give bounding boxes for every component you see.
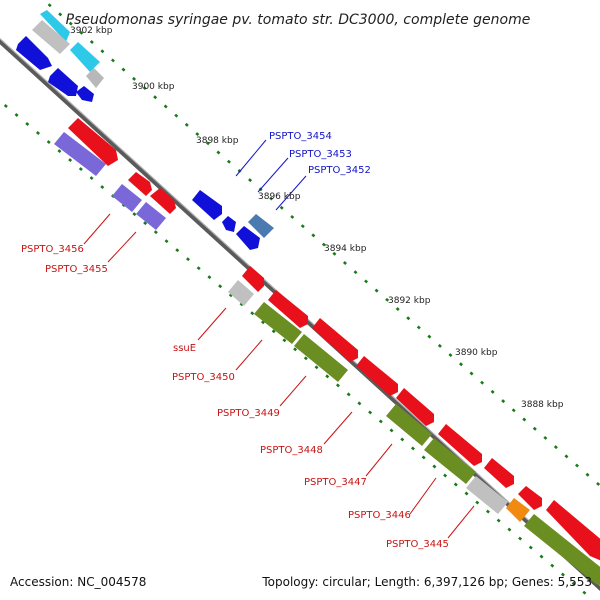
gene-PSPTO_3447[interactable] xyxy=(424,438,476,484)
gene-PSPTO_3449[interactable] xyxy=(294,334,348,382)
gene-label-PSPTO_3450[interactable]: PSPTO_3450 xyxy=(172,372,235,383)
lower-strand-genes xyxy=(54,118,600,586)
gene-label-PSPTO_3454[interactable]: PSPTO_3454 xyxy=(269,131,332,142)
gene-PSPTO_3456[interactable] xyxy=(54,132,106,176)
gene-grey-2[interactable] xyxy=(86,68,104,88)
upper-leader-lines xyxy=(235,139,307,211)
scale-label: 3898 kbp xyxy=(196,136,239,146)
gene-label-PSPTO_3455[interactable]: PSPTO_3455 xyxy=(45,264,108,275)
scale-label: 3894 kbp xyxy=(324,244,367,254)
gene-PSPTO_3448[interactable] xyxy=(386,404,432,446)
map-title: Pseudomonas syringae pv. tomato str. DC3… xyxy=(66,12,531,28)
topology-text: Topology: circular; Length: 6,397,126 bp… xyxy=(261,575,592,589)
gene-red-g[interactable] xyxy=(396,388,434,426)
scale-label: 3900 kbp xyxy=(132,82,175,92)
scale-label: 3902 kbp xyxy=(70,26,113,36)
gene-blue-3[interactable] xyxy=(76,86,94,102)
gene-red-i[interactable] xyxy=(484,458,514,488)
gene-grey-1[interactable] xyxy=(32,20,70,54)
upper-strand-genes xyxy=(16,10,274,250)
gene-red-e[interactable] xyxy=(312,318,358,362)
scale-label: 3896 kbp xyxy=(258,192,301,202)
gene-orange[interactable] xyxy=(506,498,530,522)
gene-red-f[interactable] xyxy=(356,356,398,396)
gene-PSPTO_3450[interactable] xyxy=(254,302,302,344)
scale-label: 3888 kbp xyxy=(521,400,564,410)
gene-PSPTO_3445[interactable] xyxy=(524,514,600,586)
gene-red-c[interactable] xyxy=(242,266,264,292)
gene-blue-2[interactable] xyxy=(48,68,78,96)
gene-cyan-1[interactable] xyxy=(40,10,70,42)
accession-text: Accession: NC_004578 xyxy=(10,575,146,589)
gene-label-PSPTO_3453[interactable]: PSPTO_3453 xyxy=(289,149,352,160)
gene-PSPTO_3456-red[interactable] xyxy=(68,118,118,166)
gene-PSPTO_3446[interactable] xyxy=(466,476,508,514)
scale-labels: 3902 kbp 3900 kbp 3898 kbp 3896 kbp 3894… xyxy=(70,26,564,410)
scale-label: 3890 kbp xyxy=(455,348,498,358)
gene-red-j[interactable] xyxy=(518,486,542,510)
gene-red-b[interactable] xyxy=(150,188,176,214)
gene-PSPTO_3455-a[interactable] xyxy=(112,184,142,212)
gene-PSPTO_3453[interactable] xyxy=(222,216,236,232)
gene-label-PSPTO_3449[interactable]: PSPTO_3449 xyxy=(217,408,280,419)
gene-ssuE[interactable] xyxy=(228,280,254,306)
gene-label-ssuE[interactable]: ssuE xyxy=(173,343,196,354)
gene-red-k[interactable] xyxy=(546,500,600,562)
gene-label-PSPTO_3456[interactable]: PSPTO_3456 xyxy=(21,244,84,255)
gene-PSPTO_3452[interactable] xyxy=(248,214,274,238)
gene-label-PSPTO_3445[interactable]: PSPTO_3445 xyxy=(386,539,449,550)
gene-PSPTO_3455[interactable] xyxy=(136,202,166,230)
scale-label: 3892 kbp xyxy=(388,296,431,306)
gene-PSPTO_3454[interactable] xyxy=(192,190,222,220)
upper-gene-labels: PSPTO_3454 PSPTO_3453 PSPTO_3452 xyxy=(269,131,371,176)
gene-blue-1[interactable] xyxy=(16,36,52,70)
gene-red-d[interactable] xyxy=(268,290,308,328)
gene-cyan-2[interactable] xyxy=(70,42,100,72)
gene-blue-small[interactable] xyxy=(236,226,260,250)
lower-leader-lines xyxy=(83,213,475,539)
gene-label-PSPTO_3452[interactable]: PSPTO_3452 xyxy=(308,165,371,176)
gene-red-a[interactable] xyxy=(128,172,152,196)
lower-gene-labels: PSPTO_3456 PSPTO_3455 ssuE PSPTO_3450 PS… xyxy=(21,244,449,550)
gene-label-PSPTO_3448[interactable]: PSPTO_3448 xyxy=(260,445,323,456)
gene-red-h[interactable] xyxy=(438,424,482,466)
gene-label-PSPTO_3446[interactable]: PSPTO_3446 xyxy=(348,510,411,521)
gene-label-PSPTO_3447[interactable]: PSPTO_3447 xyxy=(304,477,367,488)
